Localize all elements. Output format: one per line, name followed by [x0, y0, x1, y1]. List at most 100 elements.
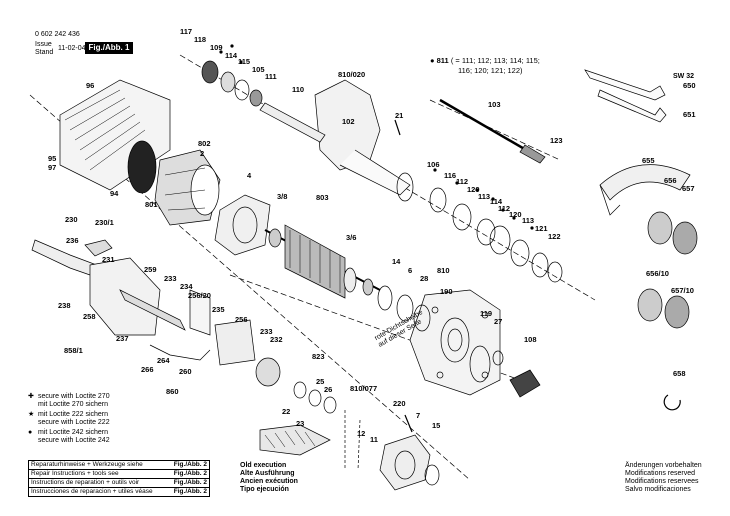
part-label: 114 [225, 51, 238, 60]
part-label: 115 [238, 57, 251, 66]
part-label: 258 [83, 312, 96, 321]
kit-note: ● 811 ( = 111; 112; 113; 114; 115; [430, 57, 540, 65]
modification-note-2: Modifications reserved [625, 470, 696, 477]
issue-label: Issue [35, 41, 52, 48]
spanner-size: SW 32 [673, 73, 695, 80]
o-rings [377, 285, 504, 383]
part-label: 120 [467, 185, 480, 194]
part-label: 117 [180, 27, 193, 36]
spindle [439, 98, 546, 164]
loctite-222-line-1: mit Loctite 222 sichern [38, 411, 109, 418]
part-label: 657/10 [671, 286, 694, 295]
part-label: 28 [420, 274, 429, 283]
kit-line-1: ( = 111; 112; 113; 114; 115; [450, 56, 540, 65]
part-label: 256 [235, 315, 248, 324]
part-label: 230 [65, 215, 78, 224]
part-label: 95 [48, 154, 57, 163]
part-label: 26 [324, 385, 333, 394]
part-label: 121 [535, 224, 548, 233]
part-label: 803 [316, 193, 329, 202]
part-label: 3/6 [346, 233, 357, 242]
part-label: 96 [86, 81, 95, 90]
part-label: 123 [550, 136, 563, 145]
part-label: 3/8 [277, 192, 288, 201]
old-execution-1: Old execution [240, 462, 287, 469]
part-label: 235 [212, 305, 225, 314]
part-label: 94 [110, 189, 119, 198]
field-coil [154, 149, 221, 226]
part-label: 232 [270, 335, 283, 344]
part-label: 103 [488, 100, 501, 109]
part-label: 122 [548, 232, 561, 241]
part-label: 264 [157, 356, 170, 365]
part-label: 651 [683, 110, 696, 119]
part-label: 6 [408, 266, 413, 275]
part-label: 111 [265, 72, 277, 81]
part-label: 105 [252, 65, 265, 74]
part-label: 234 [180, 282, 193, 291]
part-label: 810/020 [338, 70, 366, 79]
bearing-plate [214, 194, 271, 256]
part-label: 2 [200, 149, 205, 158]
flanges [637, 211, 698, 329]
part-label: 233 [260, 327, 273, 336]
part-label: 230/1 [95, 218, 114, 227]
part-label: 650 [683, 81, 696, 90]
loctite-222-line-2: secure with Loctite 222 [38, 419, 110, 426]
part-label: 116 [444, 171, 457, 180]
figure-label: Fig./Abb. 1 [85, 42, 133, 54]
motor-housing [59, 79, 171, 194]
armature [264, 224, 381, 299]
part-label: 120 [509, 210, 522, 219]
part-label: 237 [116, 334, 129, 343]
loctite-222-icon: ★ [28, 411, 35, 418]
part-label: 823 [312, 352, 325, 361]
issue-date: 11-02-04 [58, 45, 86, 52]
part-label: 801 [145, 200, 158, 209]
part-label: 12 [357, 429, 366, 438]
loctite-270-line-1: secure with Loctite 270 [38, 393, 110, 400]
part-label: 810 [437, 266, 450, 275]
part-label: 112 [456, 177, 469, 186]
part-label: 236 [66, 236, 79, 245]
screws [344, 119, 413, 471]
part-label: 266 [141, 365, 154, 374]
part-label: 656 [664, 176, 677, 185]
loctite-242-line-2: secure with Loctite 242 [38, 437, 110, 444]
switch-assembly [189, 289, 281, 387]
cable [149, 344, 211, 361]
part-label: 231 [102, 255, 115, 264]
loctite-270-line-2: mit Loctite 270 sichern [38, 401, 109, 408]
repair-row: Instrucciones de reparacion + utiles véa… [31, 488, 207, 495]
part-label: 27 [494, 317, 503, 326]
part-label: 97 [48, 163, 57, 172]
modification-note-1: Änderungen vorbehalten [625, 462, 702, 469]
circlip [663, 394, 681, 411]
clamp-housing [314, 79, 414, 202]
spanners [584, 69, 667, 123]
modification-note-3: Modifications reservees [625, 478, 699, 485]
part-label: 656/10 [646, 269, 669, 278]
part-label: 114 [490, 197, 503, 206]
part-label: 655 [642, 156, 655, 165]
end-cover [379, 434, 440, 491]
part-label: 102 [342, 117, 355, 126]
part-label: 25 [316, 377, 325, 386]
part-label: 238 [58, 301, 71, 310]
part-label: 119 [480, 309, 493, 318]
part-label: 109 [210, 43, 223, 52]
part-label: 858/1 [64, 346, 83, 355]
part-label: 260 [179, 367, 192, 376]
part-label: 22 [282, 407, 291, 416]
pinion [509, 369, 541, 398]
kit-bullet-icon: ● [430, 56, 435, 65]
part-label: 860 [166, 387, 179, 396]
part-label: 190 [440, 287, 453, 296]
part-label: 14 [392, 257, 401, 266]
part-label: 7 [416, 411, 421, 420]
part-label: 259 [144, 265, 157, 274]
stand-label: Stand [35, 49, 54, 56]
part-label: 802 [198, 139, 211, 148]
